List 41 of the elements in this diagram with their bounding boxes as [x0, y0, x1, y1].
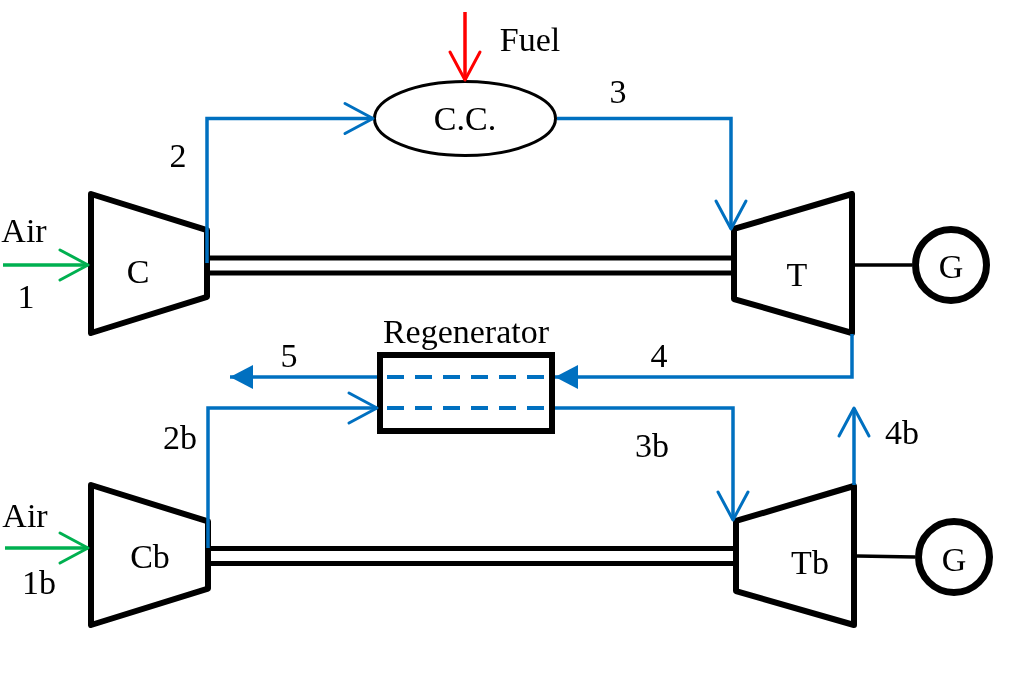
node-title: Regenerator — [382, 312, 550, 352]
edge-label: 2b — [163, 421, 197, 455]
combustion-chamber-ellipse — [373, 80, 557, 157]
state-label: 1b — [22, 566, 56, 600]
turbine-trapezoid — [733, 483, 857, 628]
compressor-trapezoid — [88, 191, 210, 336]
edge-label: Air — [2, 499, 48, 533]
compressor-trapezoid — [88, 482, 211, 628]
flow-arrow — [205, 102, 375, 264]
air-inlet-arrow — [3, 248, 90, 282]
coupling-line — [855, 263, 912, 267]
edge-label: 5 — [280, 339, 298, 373]
node-label: G — [941, 543, 967, 577]
shaft-line — [207, 255, 734, 276]
air-inlet-arrow — [5, 531, 90, 565]
generator-circle — [915, 518, 993, 596]
node-label: Tb — [791, 546, 829, 580]
node-label: T — [786, 258, 808, 292]
generator-circle — [912, 226, 990, 304]
node-label: C — [126, 255, 150, 289]
node-label: C.C. — [433, 102, 497, 136]
node-label: Cb — [130, 540, 170, 574]
exhaust-arrow — [837, 406, 871, 485]
edge-label: Fuel — [499, 23, 561, 57]
flow-arrow — [555, 406, 750, 522]
exhaust-arrow — [230, 365, 377, 389]
flow-arrow — [206, 391, 379, 548]
coupling-line — [856, 554, 916, 559]
edge-label: 3 — [609, 75, 627, 109]
flow-arrow — [555, 334, 854, 390]
shaft-line — [208, 545, 736, 566]
edge-label: 3b — [635, 429, 669, 463]
state-label: 1 — [17, 280, 35, 314]
fuel-arrow — [448, 12, 482, 82]
edge-label: 4b — [885, 416, 919, 450]
turbine-trapezoid — [731, 191, 855, 336]
node-label: G — [938, 250, 964, 284]
edge-label: Air — [1, 214, 47, 248]
flow-arrow — [557, 116, 748, 231]
edge-label: 4 — [650, 339, 668, 373]
edge-label: 2 — [169, 139, 187, 173]
